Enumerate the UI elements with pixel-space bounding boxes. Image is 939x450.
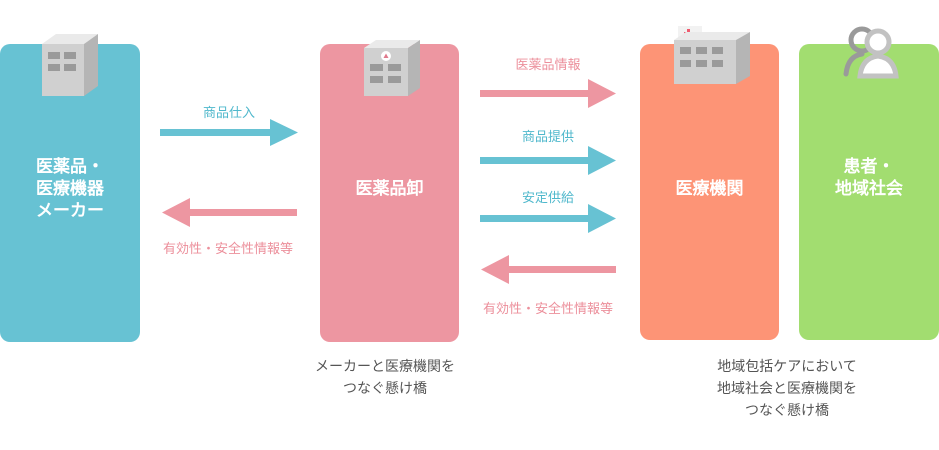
flow-label-drug-info: 医薬品情報	[515, 58, 581, 73]
arrow-maker-to-wholesaler	[160, 119, 298, 146]
arrow-drug-info	[480, 79, 616, 108]
arrow-wholesaler-to-maker	[162, 198, 297, 227]
arrow-stable-supply	[480, 204, 616, 233]
node-community: 患者・ 地域社会	[799, 44, 939, 340]
arrow-product-supply	[480, 146, 616, 175]
flow-label-safety-info-to-maker: 有効性・安全性情報等	[162, 242, 293, 257]
node-community-label: 患者・ 地域社会	[835, 157, 903, 199]
flow-label-product-supply: 商品提供	[521, 130, 574, 145]
building-icon	[42, 34, 98, 96]
flow-label-safety-info-to-wholesaler: 有効性・安全性情報等	[482, 302, 613, 317]
node-maker-label: 医薬品・ 医療機器 メーカー	[36, 157, 104, 221]
arrow-medical-to-wholesaler	[481, 255, 616, 284]
flow-label-purchase: 商品仕入	[202, 106, 255, 121]
node-medical-label: 医療機関	[675, 179, 744, 199]
flow-label-stable-supply: 安定供給	[521, 191, 574, 206]
hospital-icon	[674, 26, 750, 84]
node-wholesaler-label: 医薬品卸	[355, 179, 424, 199]
building-icon	[364, 40, 420, 96]
caption-community: 地域包括ケアにおいて 地域社会と医療機関を つなぐ懸け橋	[717, 359, 857, 419]
caption-wholesaler: メーカーと医療機関を つなぐ懸け橋	[315, 359, 455, 397]
node-medical: 医療機関	[640, 44, 779, 340]
people-icon	[843, 26, 899, 79]
